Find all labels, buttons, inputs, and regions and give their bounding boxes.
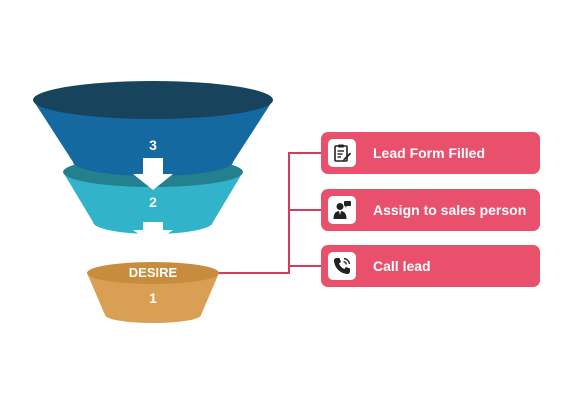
stage-arrow-2-to-1 — [133, 222, 173, 244]
funnel-stage-1 — [87, 262, 219, 323]
stage-1-title: DESIRE — [129, 265, 178, 280]
stage-3-number: 3 — [149, 137, 157, 153]
step-lead-form-filled: Lead Form Filled — [321, 132, 540, 174]
step-arrow-1-stem — [425, 174, 435, 179]
step-arrow-2-stem — [425, 231, 435, 236]
funnel-stage-3 — [33, 81, 273, 176]
sales-person-icon — [328, 196, 356, 224]
step-assign-sales-person: Assign to sales person — [321, 189, 540, 231]
stage-2-number: 2 — [149, 194, 157, 210]
stage-arrow-3-to-2 — [133, 158, 173, 190]
step-call-lead: Call lead — [321, 245, 540, 287]
step-label-lead-form: Lead Form Filled — [373, 145, 486, 161]
step-label-call: Call lead — [373, 258, 431, 274]
step-arrow-2 — [420, 236, 440, 245]
step-label-assign: Assign to sales person — [373, 202, 527, 218]
phone-call-icon — [328, 252, 356, 280]
form-checklist-icon — [328, 139, 356, 167]
connector-trunk — [203, 152, 321, 274]
step-arrow-1 — [420, 179, 440, 188]
stage-1-number: 1 — [149, 290, 157, 306]
connector-lines — [203, 152, 321, 274]
